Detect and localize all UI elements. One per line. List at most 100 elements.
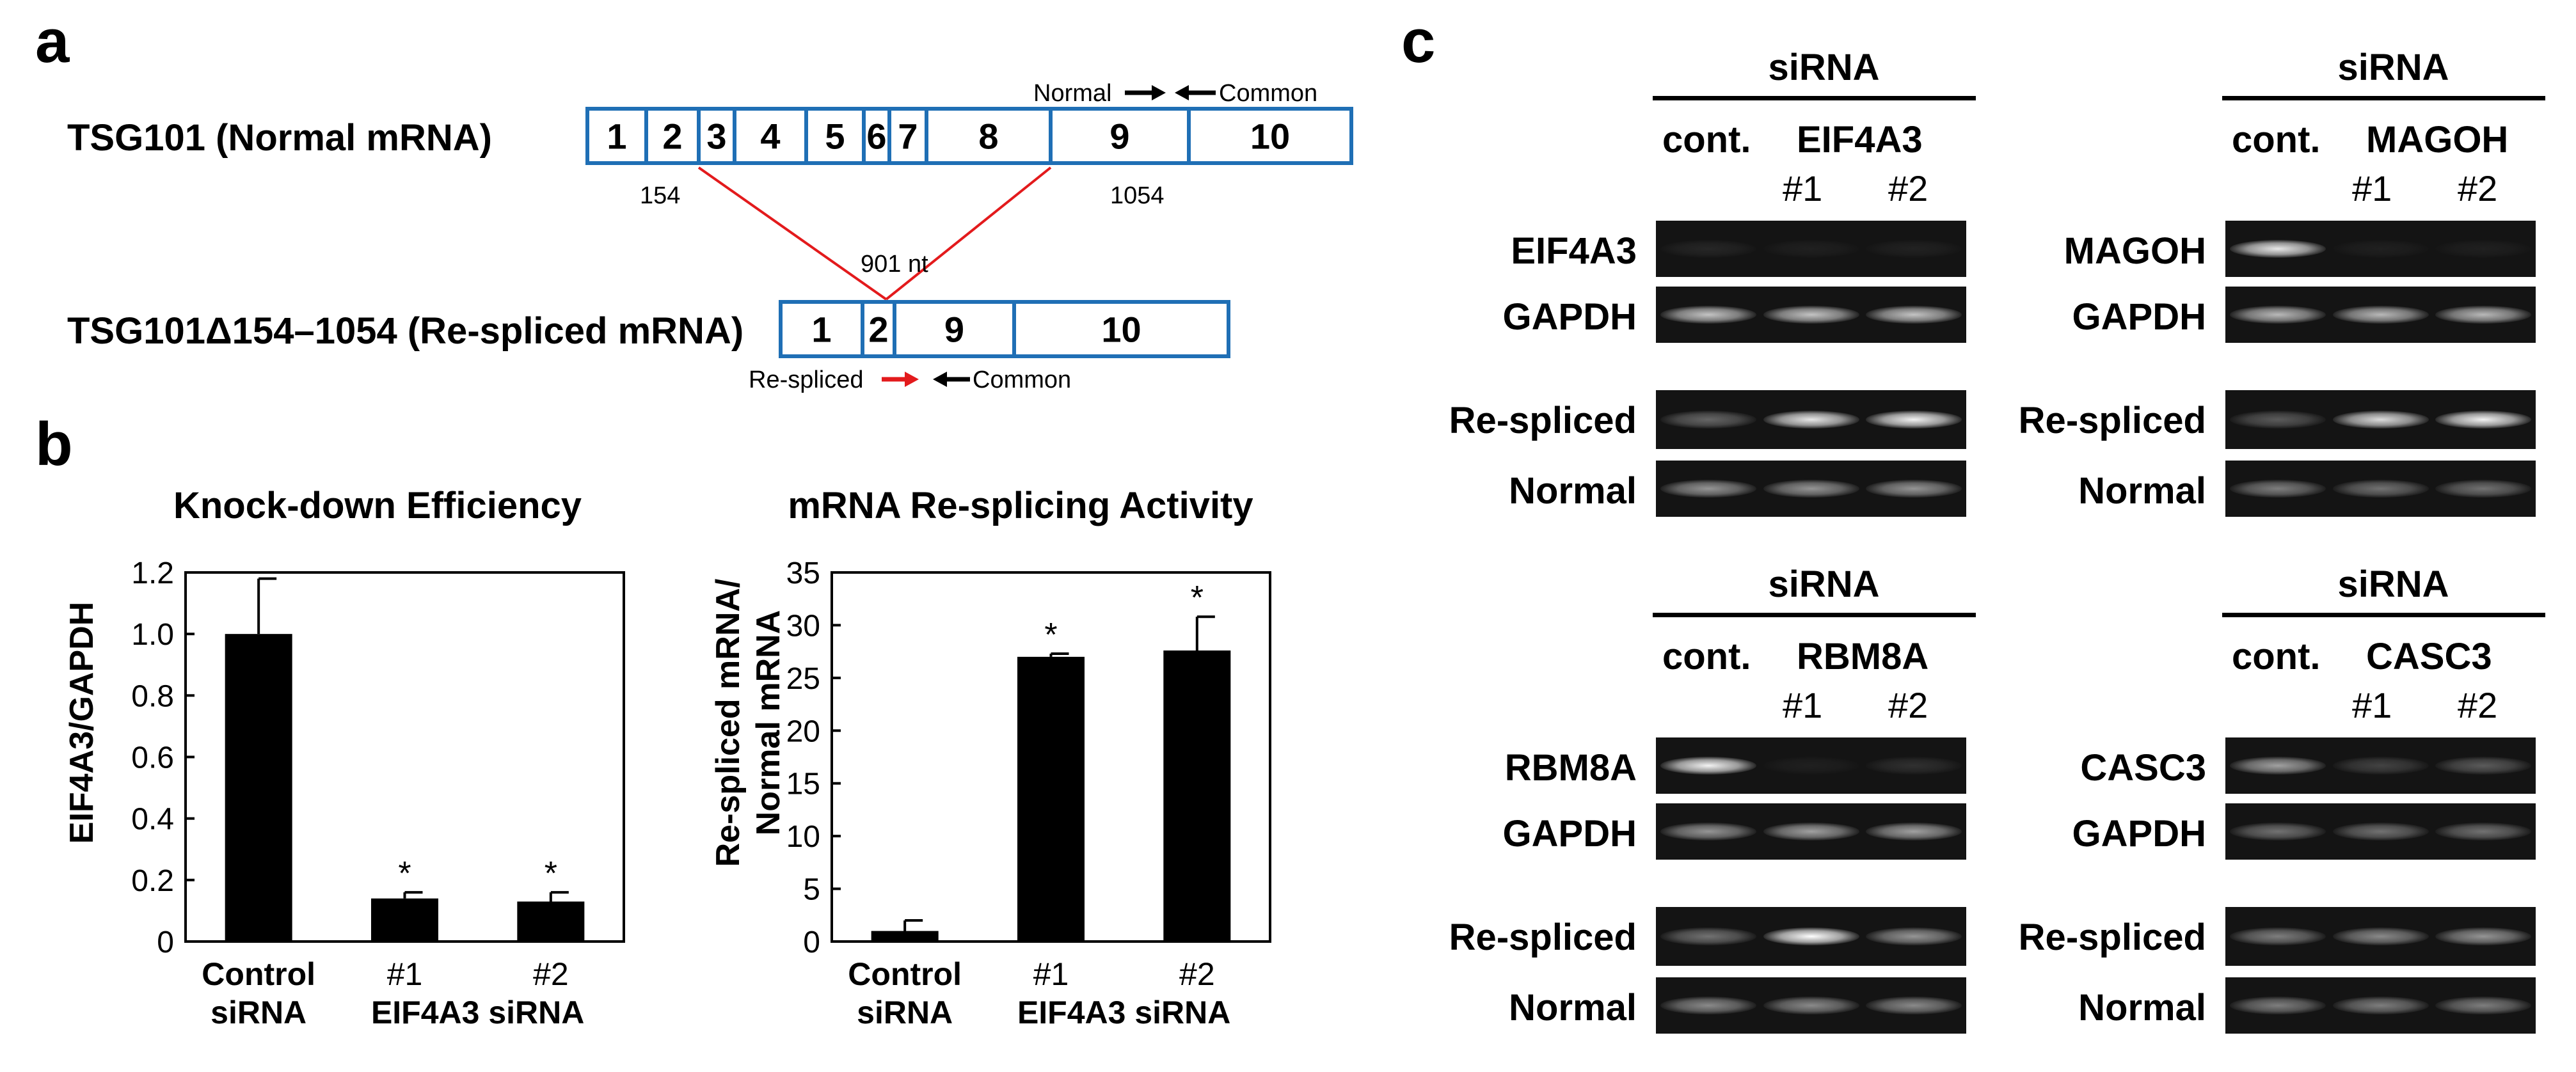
activity-x-label-1: #1 (1033, 956, 1069, 992)
normal-mrna-label: TSG101 (Normal mRNA) (67, 117, 492, 159)
sirna-header: siRNA (2337, 564, 2449, 605)
gel-band (1865, 411, 1962, 429)
gel-band (2332, 757, 2429, 775)
gel-band (1763, 927, 1859, 945)
activity-y-tick-label: 35 (786, 556, 820, 590)
activity-y-axis-label-1: Re-spliced mRNA/ (710, 579, 747, 867)
gel-band (2332, 480, 2429, 498)
gel-band (1660, 823, 1757, 840)
lane-header-control: cont. (2232, 636, 2321, 677)
knockdown-y-tick-label: 0 (157, 926, 174, 959)
activity-y-tick-label: 20 (786, 714, 820, 748)
lane-header-control: cont. (1662, 636, 1751, 677)
gel-band (2435, 240, 2531, 258)
exon-box (1049, 107, 1191, 165)
gel-band (2435, 997, 2531, 1014)
gel-strip-respliced (2225, 907, 2536, 966)
primer-normal-label: Normal (1033, 80, 1111, 107)
knockdown-significance-star: * (545, 855, 557, 892)
lane-header-target: RBM8A (1797, 636, 1929, 677)
exon-box (733, 107, 808, 165)
knockdown-x-group-label: EIF4A3 siRNA (371, 995, 584, 1030)
gel-strip-target (2225, 737, 2536, 794)
panel-label-c: c (1401, 7, 1436, 75)
activity-y-tick-label: 10 (786, 820, 820, 854)
gel-strip-gapdh (1656, 287, 1966, 343)
sirna-header-rule (2222, 613, 2545, 617)
knockdown-y-tick-label: 0.4 (131, 803, 174, 837)
exon-box (925, 107, 1053, 165)
exon-number: 9 (1109, 116, 1129, 157)
gel-band (2230, 823, 2326, 840)
lane-header-control: cont. (1662, 119, 1751, 161)
exon-box (893, 300, 1016, 358)
gel-band (1660, 306, 1757, 324)
panel-label-a: a (35, 7, 70, 75)
primer-common-label: Common (1219, 80, 1317, 107)
gel-band (2230, 757, 2326, 775)
panel-b-charts: Knock-down Efficiency EIF4A3/GAPDH 00.20… (63, 485, 1271, 1030)
knockdown-bar (517, 901, 585, 942)
gel-row-label-target: RBM8A (1504, 747, 1637, 789)
knockdown-y-tick-label: 0.2 (131, 864, 174, 898)
gel-strip-target (1656, 221, 1966, 277)
sirna-header: siRNA (1768, 47, 1880, 88)
gel-strip-respliced (1656, 907, 1966, 966)
knockdown-x-label-control: Control (202, 956, 315, 992)
gel-row-label-normal: Normal (2078, 470, 2206, 512)
sirna-header-rule (1653, 613, 1976, 617)
knockdown-y-tick-label: 1.0 (131, 618, 174, 652)
lane-number-2: #2 (1888, 685, 1928, 725)
primer-respliced-arrow (882, 372, 919, 387)
exon-box (1012, 300, 1230, 358)
sirna-header-rule (1653, 96, 1976, 100)
sirna-header-rule (2222, 96, 2545, 100)
gel-band (1763, 480, 1859, 498)
lane-number-1: #1 (2352, 685, 2392, 725)
gel-band (2332, 823, 2429, 840)
knockdown-x-label-1: #1 (387, 956, 423, 992)
gel-band (2230, 240, 2326, 258)
activity-x-label-control: Control (848, 956, 962, 992)
lane-number-2: #2 (2458, 168, 2498, 209)
gel-row-label-normal: Normal (1509, 987, 1637, 1029)
gel-band (2435, 306, 2531, 324)
activity-x-label-2: #2 (1179, 956, 1215, 992)
gel-row-label-gapdh: GAPDH (1502, 813, 1637, 855)
exon-number: 10 (1250, 116, 1290, 157)
gel-band (1660, 757, 1757, 775)
knockdown-y-axis-label: EIF4A3/GAPDH (63, 602, 100, 844)
lane-number-1: #1 (2352, 168, 2392, 209)
activity-y-tick-label: 0 (803, 926, 820, 959)
exon-box (585, 107, 648, 165)
gel-band (1763, 411, 1859, 429)
exon-box (862, 107, 891, 165)
activity-y-tick-label: 25 (786, 662, 820, 696)
gel-row-label-gapdh: GAPDH (2072, 813, 2206, 855)
gel-row-label-target: MAGOH (2063, 230, 2206, 272)
gel-band (1763, 997, 1859, 1014)
gel-row-label-normal: Normal (1509, 470, 1637, 512)
exon-number: 1 (811, 310, 831, 350)
lane-header-target: EIF4A3 (1797, 119, 1923, 161)
gel-row-label-gapdh: GAPDH (1502, 296, 1637, 338)
exon-number: 2 (662, 116, 682, 157)
exon-number: 7 (898, 116, 918, 157)
gel-strip-respliced (2225, 390, 2536, 449)
gel-band (1660, 411, 1757, 429)
lane-number-2: #2 (2458, 685, 2498, 725)
sirna-header: siRNA (1768, 564, 1880, 605)
sirna-header: siRNA (2337, 47, 2449, 88)
activity-y-axis-label-2: Normal mRNA (750, 610, 787, 836)
gel-band (2332, 411, 2429, 429)
activity-x-group-label: EIF4A3 siRNA (1017, 995, 1230, 1030)
gel-strip-target (2225, 221, 2536, 277)
lane-number-1: #1 (1783, 685, 1823, 725)
gel-row-label-target: EIF4A3 (1511, 230, 1637, 272)
exon-number: 10 (1101, 310, 1141, 350)
activity-significance-star: * (1191, 579, 1204, 617)
gel-band (1660, 240, 1757, 258)
primer-normal-arrow (1125, 85, 1166, 100)
